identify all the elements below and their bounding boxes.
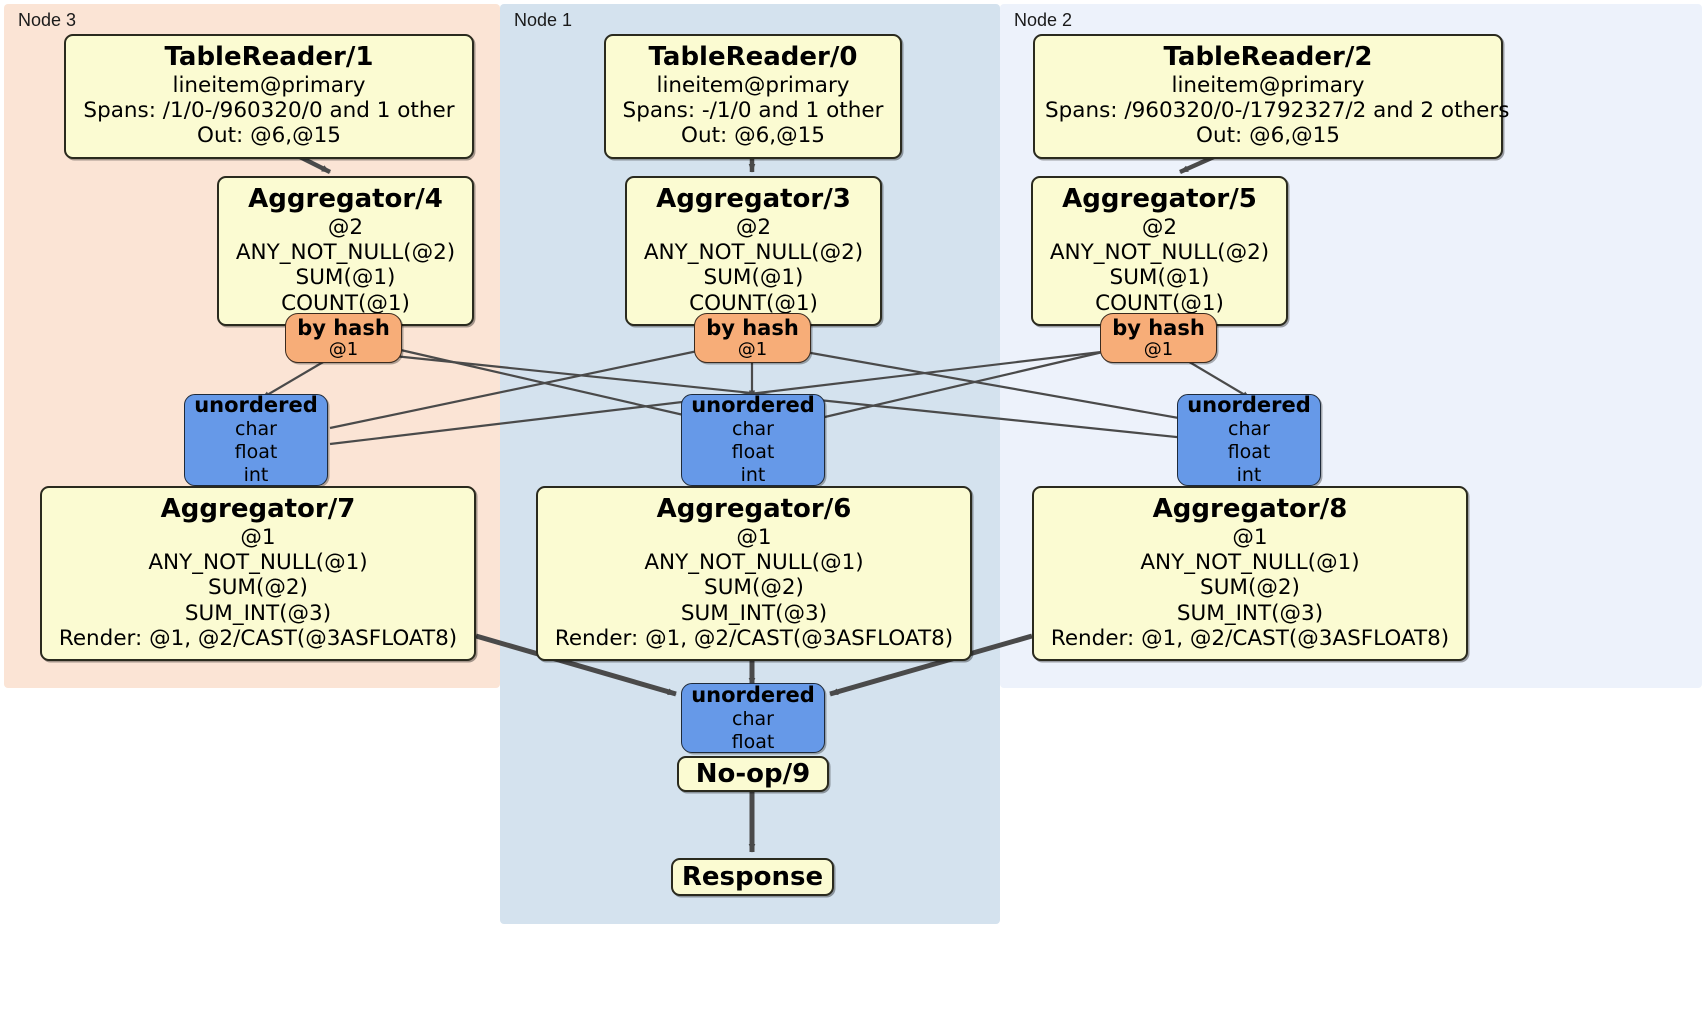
node-panel-label-node3: Node 3: [18, 10, 77, 30]
processor-render-line: Render: @1, @2/CAST(@3ASFLOAT8): [58, 625, 458, 651]
processor-box-aggregator-5[interactable]: Aggregator/5 @2 ANY_NOT_NULL(@2) SUM(@1)…: [1031, 176, 1288, 326]
processor-box-aggregator-8[interactable]: Aggregator/8 @1 ANY_NOT_NULL(@1) SUM(@2)…: [1032, 486, 1468, 661]
sync-type: char: [235, 418, 277, 441]
processor-line: COUNT(@1): [1095, 290, 1224, 316]
noop-label: No-op/9: [695, 758, 811, 789]
processor-line: Spans: /1/0-/960320/0 and 1 other: [83, 98, 455, 124]
processor-title: Aggregator/3: [656, 184, 851, 214]
processor-title: Aggregator/7: [160, 494, 356, 524]
processor-box-tablereader-0[interactable]: TableReader/0 lineitem@primary Spans: -/…: [604, 34, 902, 159]
processor-line: @1: [1232, 525, 1268, 551]
processor-title: Aggregator/5: [1062, 184, 1257, 214]
processor-line: Out: @6,@15: [681, 123, 825, 149]
processor-box-noop-9[interactable]: No-op/9: [677, 756, 829, 792]
processor-box-tablereader-1[interactable]: TableReader/1 lineitem@primary Spans: /1…: [64, 34, 474, 159]
input-sync-unordered-right[interactable]: unordered char float int: [1177, 393, 1321, 486]
processor-render-line: Render: @1, @2/CAST(@3ASFLOAT8): [1050, 625, 1450, 651]
input-sync-unordered-final[interactable]: unordered char float: [681, 683, 825, 753]
processor-title: Aggregator/8: [1152, 494, 1348, 524]
processor-line: SUM_INT(@3): [680, 600, 828, 626]
sync-title: unordered: [691, 682, 815, 707]
processor-line: SUM(@2): [704, 575, 804, 601]
response-label: Response: [681, 861, 824, 892]
router-column: @1: [328, 338, 359, 360]
sync-type: float: [234, 441, 278, 464]
processor-line: COUNT(@1): [281, 290, 410, 316]
router-column: @1: [737, 338, 768, 360]
node-panel-label-node1: Node 1: [514, 10, 573, 30]
sync-type: int: [740, 464, 766, 486]
processor-line: ANY_NOT_NULL(@1): [148, 550, 368, 576]
processor-line: Out: @6,@15: [197, 123, 341, 149]
sync-type: char: [732, 418, 774, 441]
processor-line: ANY_NOT_NULL(@2): [643, 240, 864, 266]
processor-title: TableReader/2: [1163, 42, 1373, 72]
processor-line: @2: [1141, 215, 1178, 241]
processor-title: Aggregator/6: [656, 494, 852, 524]
sync-type: float: [731, 441, 775, 464]
processor-box-aggregator-6[interactable]: Aggregator/6 @1 ANY_NOT_NULL(@1) SUM(@2)…: [536, 486, 972, 661]
sync-type: float: [1227, 441, 1271, 464]
processor-line: SUM(@1): [1109, 265, 1210, 291]
output-router-by-hash-middle[interactable]: by hash @1: [694, 313, 811, 363]
processor-line: SUM(@1): [295, 265, 396, 291]
input-sync-unordered-middle[interactable]: unordered char float int: [681, 393, 825, 486]
processor-line: SUM(@2): [208, 575, 308, 601]
sync-title: unordered: [194, 393, 318, 418]
processor-box-aggregator-3[interactable]: Aggregator/3 @2 ANY_NOT_NULL(@2) SUM(@1)…: [625, 176, 882, 326]
sync-title: unordered: [691, 393, 815, 418]
sync-type: char: [1228, 418, 1270, 441]
processor-line: SUM_INT(@3): [1176, 600, 1324, 626]
sync-type: int: [243, 464, 269, 486]
processor-title: TableReader/1: [164, 42, 374, 72]
processor-line: ANY_NOT_NULL(@1): [644, 550, 864, 576]
processor-line: @1: [240, 525, 276, 551]
processor-box-response[interactable]: Response: [671, 858, 834, 896]
processor-line: lineitem@primary: [656, 73, 850, 99]
input-sync-unordered-left[interactable]: unordered char float int: [184, 393, 328, 486]
sync-title: unordered: [1187, 393, 1311, 418]
router-title: by hash: [1112, 315, 1205, 340]
node-panel-label-node2: Node 2: [1014, 10, 1073, 30]
processor-box-aggregator-7[interactable]: Aggregator/7 @1 ANY_NOT_NULL(@1) SUM(@2)…: [40, 486, 476, 661]
processor-line: @2: [327, 215, 364, 241]
processor-line: ANY_NOT_NULL(@1): [1140, 550, 1360, 576]
processor-title: TableReader/0: [648, 42, 858, 72]
processor-line: lineitem@primary: [172, 73, 366, 99]
processor-line: SUM(@1): [703, 265, 804, 291]
processor-line: Spans: /960320/0-/1792327/2 and 2 others: [1045, 98, 1510, 124]
processor-box-aggregator-4[interactable]: Aggregator/4 @2 ANY_NOT_NULL(@2) SUM(@1)…: [217, 176, 474, 326]
processor-line: SUM_INT(@3): [184, 600, 332, 626]
processor-line: Out: @6,@15: [1196, 123, 1340, 149]
processor-line: Spans: -/1/0 and 1 other: [622, 98, 884, 124]
output-router-by-hash-right[interactable]: by hash @1: [1100, 313, 1217, 363]
sync-type: int: [1236, 464, 1262, 486]
sync-type: char: [732, 707, 774, 730]
processor-line: @1: [736, 525, 772, 551]
processor-line: ANY_NOT_NULL(@2): [1049, 240, 1270, 266]
processor-line: SUM(@2): [1200, 575, 1300, 601]
router-column: @1: [1143, 338, 1174, 360]
output-router-by-hash-left[interactable]: by hash @1: [285, 313, 402, 363]
router-title: by hash: [706, 315, 799, 340]
processor-line: ANY_NOT_NULL(@2): [235, 240, 456, 266]
sync-type: float: [731, 730, 775, 753]
processor-title: Aggregator/4: [248, 184, 443, 214]
router-title: by hash: [297, 315, 390, 340]
processor-line: @2: [735, 215, 772, 241]
processor-line: lineitem@primary: [1171, 73, 1365, 99]
processor-render-line: Render: @1, @2/CAST(@3ASFLOAT8): [554, 625, 954, 651]
processor-line: COUNT(@1): [689, 290, 818, 316]
processor-box-tablereader-2[interactable]: TableReader/2 lineitem@primary Spans: /9…: [1033, 34, 1510, 159]
